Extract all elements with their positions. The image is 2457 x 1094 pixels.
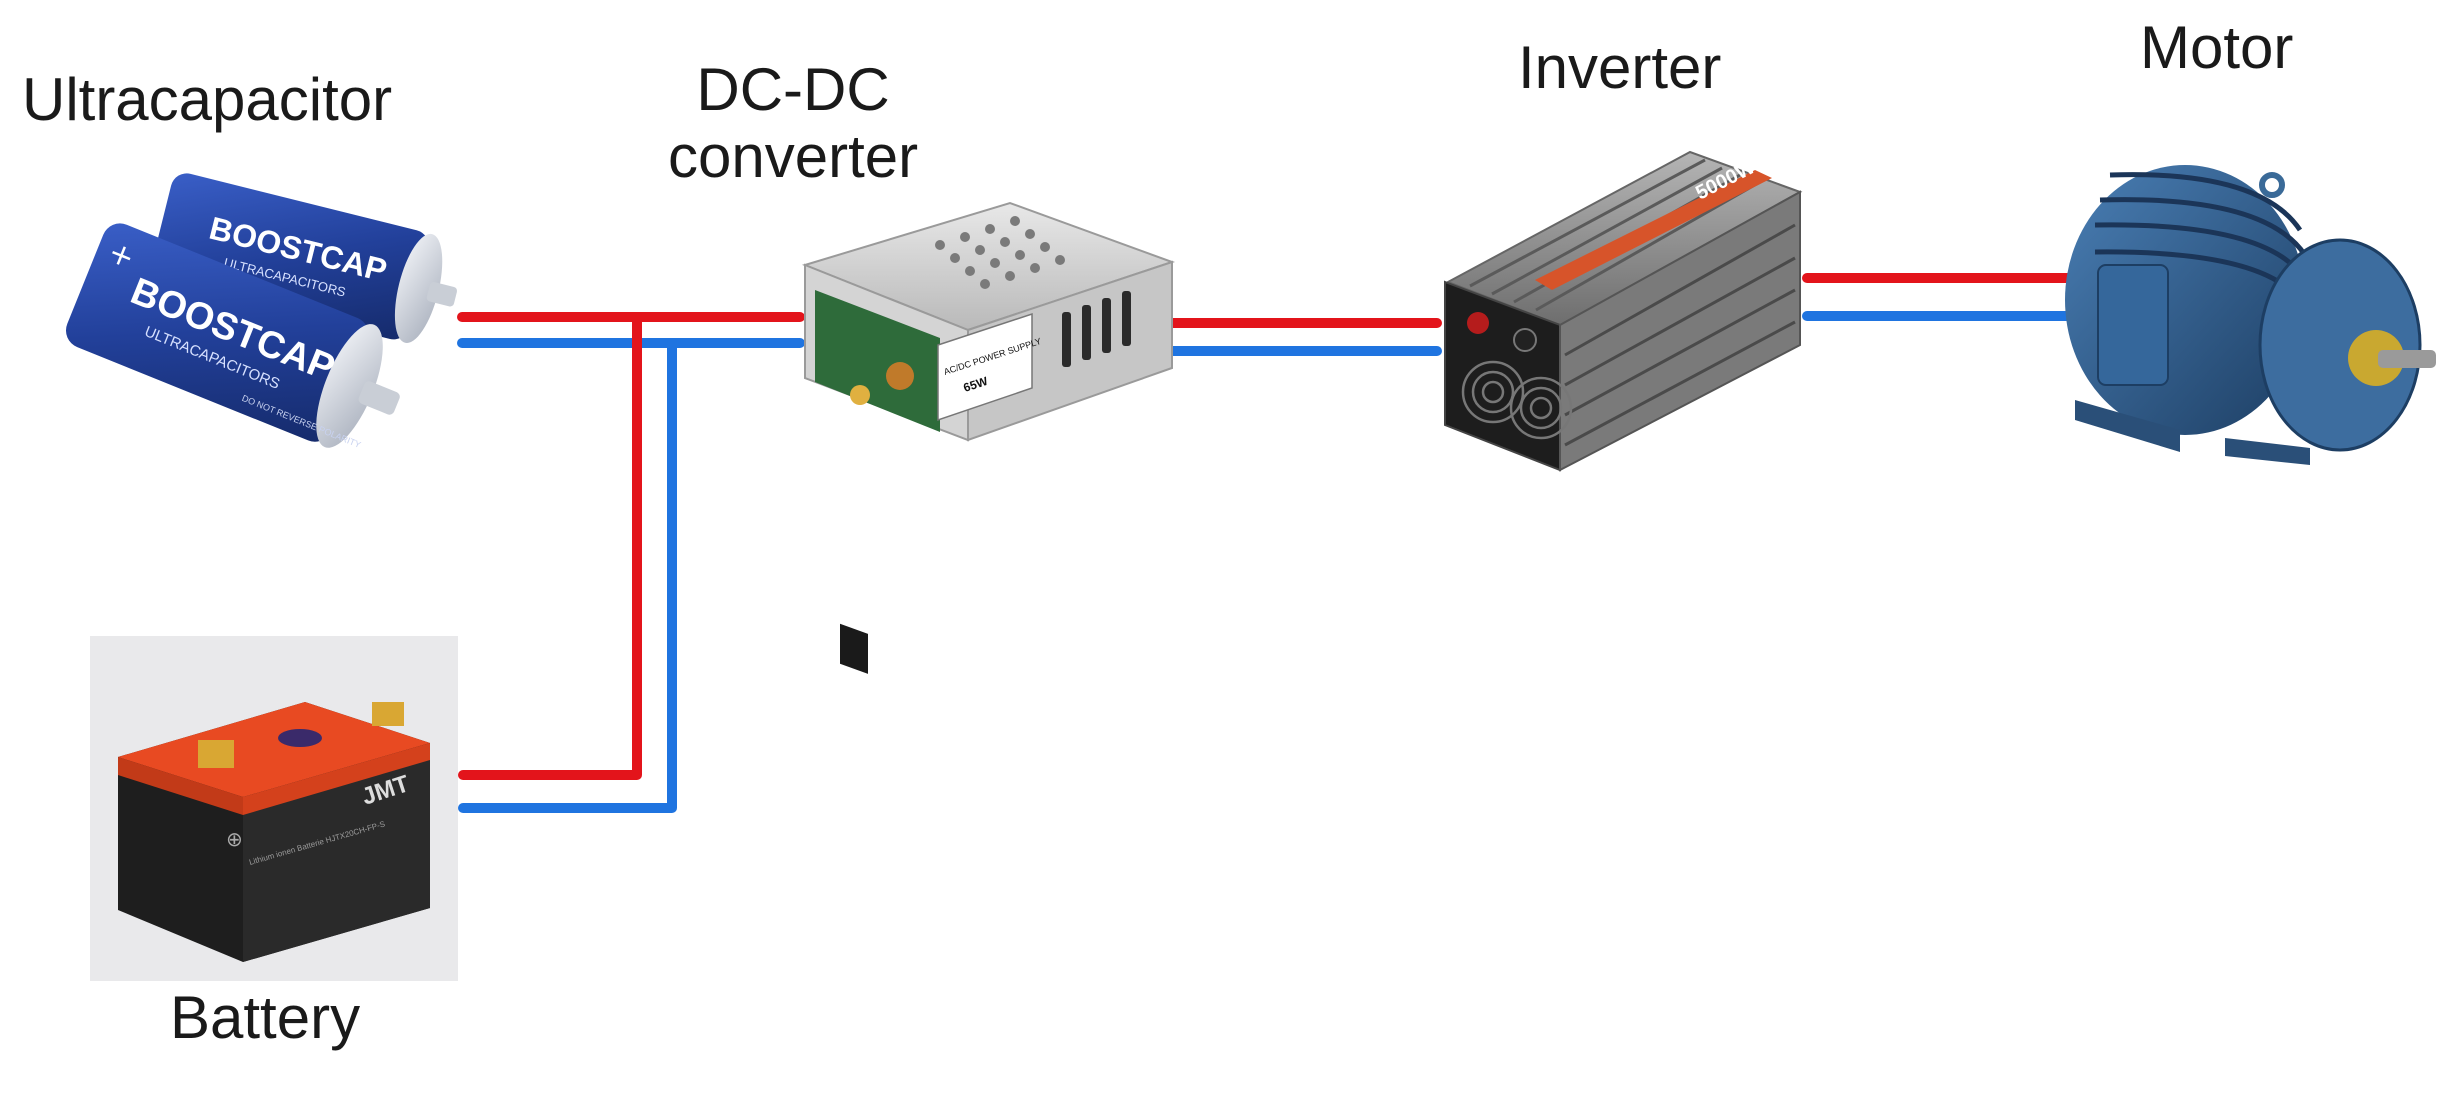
battery-image: JMT Lithium ionen Batterie HJTX20CH-FP-S… xyxy=(90,636,458,981)
battery-label-text: Battery xyxy=(170,984,361,1051)
dcdc-label-line-1: DC-DC xyxy=(696,56,890,123)
ultracapacitor-label: Ultracapacitor xyxy=(22,66,392,133)
dcdc-label-line-2: converter xyxy=(668,123,919,191)
inverter-image: 5000W xyxy=(1444,150,1803,472)
ultracapacitor-label-text: Ultracapacitor xyxy=(22,66,393,133)
wiring xyxy=(457,273,2075,813)
dcdc-converter-image: AC/DC POWER SUPPLY 65W xyxy=(801,201,1176,674)
motor-image xyxy=(2065,165,2436,465)
motor-label: Motor xyxy=(2140,14,2293,81)
inverter-label-text: Inverter xyxy=(1518,34,1722,101)
motor-label-text: Motor xyxy=(2140,14,2294,81)
ultracapacitor-image: BOOSTCAP ULTRACAPACITORS + BOOSTCAP ULTR… xyxy=(65,173,458,450)
negative-wire-battery xyxy=(458,338,677,813)
inverter-label: Inverter xyxy=(1518,34,1721,101)
positive-wire-battery xyxy=(458,312,642,780)
dcdc-converter-label: DC-DC converter xyxy=(668,56,918,190)
battery-label: Battery xyxy=(170,984,360,1051)
svg-text:⊕: ⊕ xyxy=(226,827,243,851)
